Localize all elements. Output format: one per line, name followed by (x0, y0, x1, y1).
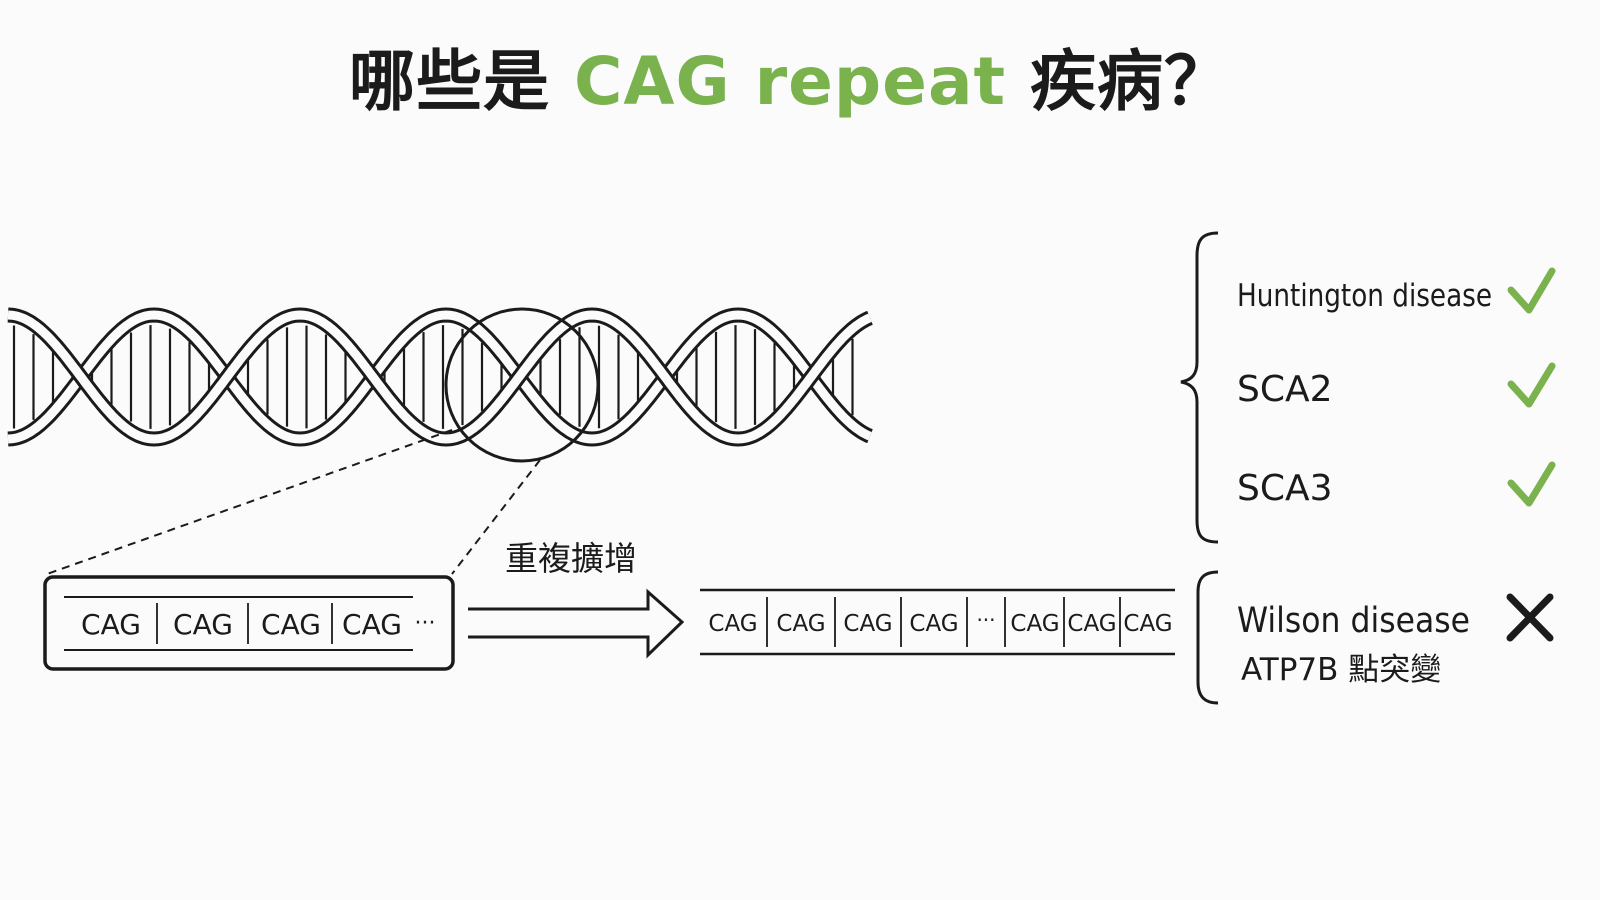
disease-item-sca2: SCA2 (1237, 362, 1556, 410)
title-highlight: CAG repeat (573, 43, 1007, 120)
long-seq-unit: CAG (1010, 611, 1059, 637)
non-cag-bracket (1196, 570, 1219, 705)
dna-strand-outline (7, 307, 873, 447)
expansion-arrow-icon (468, 588, 685, 659)
disease-item-sca3: SCA3 (1237, 461, 1556, 509)
cag-disease-brace (1180, 231, 1219, 544)
magnifier-circle (444, 307, 600, 463)
long-seq-unit: CAG (776, 611, 825, 637)
title-prefix: 哪些是 (348, 43, 550, 120)
short-seq-unit: CAG (81, 608, 141, 641)
check-icon (1507, 362, 1556, 408)
cross-icon (1506, 593, 1554, 642)
zoom-line-right (451, 459, 541, 575)
short-seq-unit: CAG (261, 608, 321, 641)
long-seq-ellipsis: ··· (976, 608, 995, 632)
short-seq-unit: CAG (173, 608, 233, 641)
disease-name: Wilson disease (1237, 601, 1470, 641)
disease-item-huntington: Huntington disease (1237, 267, 1556, 314)
short-seq-ellipsis: ··· (415, 611, 436, 636)
dna-base-pairs (12, 325, 854, 429)
disease-item-wilson: Wilson disease ATP7B 點突變 (1237, 593, 1554, 688)
long-sequence-strip: CAG CAG CAG CAG ··· CAG CAG CAG (700, 588, 1175, 656)
disease-name: SCA3 (1237, 468, 1333, 509)
zoom-line-left (46, 429, 453, 575)
title-suffix: 疾病？ (1030, 43, 1232, 120)
long-seq-unit: CAG (843, 611, 892, 637)
dna-strands (7, 307, 873, 447)
short-sequence-box: CAG CAG CAG CAG ··· (43, 575, 455, 671)
dna-helix (7, 307, 873, 447)
long-seq-unit: CAG (1123, 611, 1172, 637)
check-icon (1507, 267, 1556, 314)
dna-strand-fill (7, 310, 872, 444)
disease-name: SCA2 (1237, 369, 1333, 410)
long-seq-unit: CAG (708, 611, 757, 637)
check-icon (1507, 461, 1556, 507)
short-seq-unit: CAG (342, 608, 402, 641)
page-title: 哪些是 CAG repeat 疾病？ (0, 28, 1580, 124)
expansion-label: 重複擴增 (505, 539, 637, 578)
disease-note: ATP7B 點突變 (1241, 652, 1441, 688)
long-seq-unit: CAG (909, 611, 958, 637)
disease-name: Huntington disease (1237, 278, 1492, 314)
dna-strand-outline (7, 307, 873, 447)
long-seq-unit: CAG (1067, 611, 1116, 637)
dna-strand-fill (7, 310, 872, 444)
